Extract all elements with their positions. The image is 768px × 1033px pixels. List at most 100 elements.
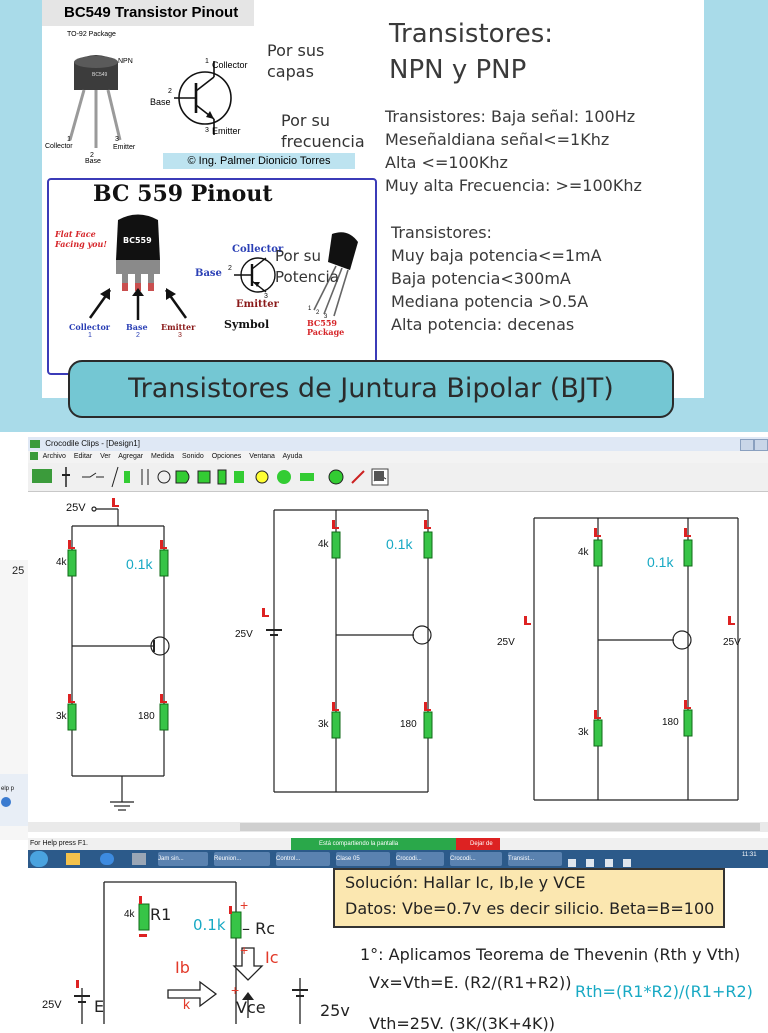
c1-r1-label: 4k [56,557,67,568]
component-toolbar [28,463,768,492]
screen-share-banner: Está compartiendo la pantalla [291,838,456,850]
c2-r2-label: 3k [318,719,329,730]
left-edge-number: 25 [12,565,25,577]
taskbar-app-icon[interactable] [132,853,146,865]
taskbar-item-7[interactable]: Transist... [508,852,562,866]
battery-tool-icon [62,467,70,487]
circuit-canvas[interactable] [28,492,768,822]
por-su-frecuencia: Por su frecuencia [281,111,365,151]
pin-num-3: 3 [115,136,119,143]
taskbar-ie-icon[interactable] [100,853,114,865]
power-line-3: Baja potencia<300mA [391,269,571,288]
symbol-base-label: Base [150,97,171,107]
switch-tool-icon [82,472,104,478]
start-button[interactable] [30,851,48,867]
menu-ayuda[interactable]: Ayuda [282,453,303,460]
pin-num-1: 1 [67,136,71,143]
c2-rc-label: 0.1k [386,536,413,552]
capacitor-tool-icon [141,469,149,485]
bc559-side-package-image: 1 2 3 [308,232,358,320]
bottom-plus-top: + [240,897,249,913]
bc549-package-image: BC549 [68,55,122,148]
bulb-tool-icon [255,470,269,484]
menu-bar: Archivo Editar Ver Agregar Medida Sonido… [28,451,768,463]
tray-network-icon[interactable] [568,859,576,867]
menu-sonido[interactable]: Sonido [181,453,204,460]
pin-3-label: Emitter [113,144,136,151]
menu-opciones[interactable]: Opciones [211,453,242,460]
transistor-tool-icon [157,470,171,484]
circuit-3 [533,517,739,801]
power-line-1: Transistores: [391,223,492,242]
c3-re-label: 180 [662,717,679,728]
bc559-symbol-pin-3: 3 [264,293,268,300]
bc559-base-label: Base [126,322,148,332]
tray-icons [568,854,708,867]
menu-agregar[interactable]: Agregar [118,453,144,460]
maximize-button[interactable] [754,439,768,451]
pointer-tool-icon [351,470,365,484]
pin-2-label: Base [85,158,101,165]
side-pin-1: 1 [308,306,312,312]
stop-share-button[interactable]: Dejar de [456,838,500,850]
menu-medida[interactable]: Medida [151,453,175,460]
freq-line-4: Muy alta Frecuencia: >=100Khz [385,176,642,195]
bc559-pin-1: 1 [88,332,92,339]
c3-supply-left-label: 25V [497,637,515,648]
minimize-button[interactable] [740,439,754,451]
relay-tool-icon [300,473,314,481]
probe-tool-icon [328,469,344,485]
menu-archivo[interactable]: Archivo [42,453,66,460]
status-text: For Help press F1. [30,840,88,847]
scrollbar-thumb[interactable] [240,823,760,831]
menu-ventana[interactable]: Ventana [249,453,275,460]
taskbar-folder-icon[interactable] [66,853,80,865]
c3-r1-label: 4k [578,547,589,558]
rth-formula: Rth=(R1*R2)/(R1+R2) [575,982,753,1001]
window-title: Crocodile Clips - [Design1] [45,439,140,448]
c1-rc-label: 0.1k [126,556,153,572]
bc559-pin-3: 3 [178,332,182,339]
tray-volume-icon[interactable] [586,859,595,867]
variable-resistor-tool-icon [124,471,130,483]
share-text: Está compartiendo la pantalla [319,841,399,847]
c3-r2-label: 3k [578,727,589,738]
tray-security-icon[interactable] [604,859,613,867]
taskbar-item-4[interactable]: Clase 05 [336,852,390,866]
freq-line-1: Transistores: Baja señal: 100Hz [385,107,636,126]
gate-tool-icon [175,470,190,484]
copyright-label: © Ing. Palmer Dionicio Torres [163,153,355,169]
freq-line-3: Alta <=100Khz [385,153,508,172]
tray-battery-icon[interactable] [623,859,632,867]
chip-tool-icon [197,470,211,484]
side-pin-3: 3 [324,314,328,320]
taskbar-item-2[interactable]: Reunion... [214,852,270,866]
c2-re-label: 180 [400,719,417,730]
bottom-vce-label: Vce [236,998,266,1017]
taskbar-item-1[interactable]: Jam sin... [158,852,208,866]
symbol-pin-3: 3 [205,127,209,134]
taskbar-item-3[interactable]: Control... [276,852,330,866]
taskbar-item-5[interactable]: Crocodi... [396,852,444,866]
package-label: TO-92 Package [67,31,116,38]
flat-face-label: Flat Face Facing you! [55,229,107,249]
por-su-potencia: Por su Potencia [275,247,339,286]
taskbar-item-6[interactable]: Crocodi... [450,852,502,866]
menu-app-icon [30,452,38,461]
solution-box: Solución: Hallar Ic, Ib,Ie y VCE Datos: … [333,868,725,928]
bc559-package-image: BC559 [116,214,160,291]
bottom-k-label: k [183,996,190,1012]
step-1-text: 1°: Aplicamos Teorema de Thevenin (Rth y… [360,945,741,964]
menu-ver[interactable]: Ver [100,453,111,460]
display-tool-icon [217,469,227,485]
menu-editar[interactable]: Editar [73,453,93,460]
pin-num-2: 2 [90,152,94,159]
c1-re-label: 180 [138,711,155,722]
bc559-symbol-word: Symbol [224,318,270,331]
gear-tool-icon [277,470,291,484]
pin-1-label: Collector [45,143,73,150]
c3-rc-label: 0.1k [647,554,674,570]
symbol-collector-label: Collector [212,60,248,70]
stop-tool-icon[interactable] [374,471,384,481]
bc559-package-label: BC559 Package [307,318,345,337]
